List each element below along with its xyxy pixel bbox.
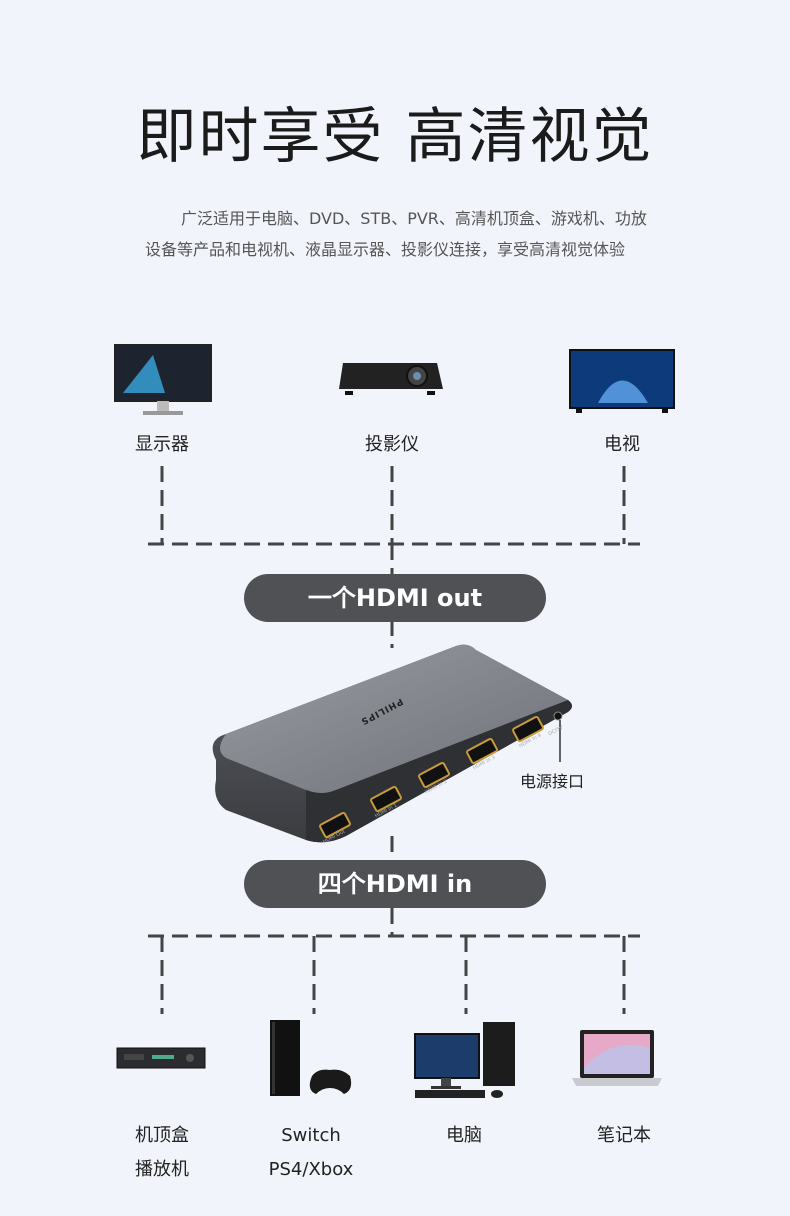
laptop-icon bbox=[572, 1028, 662, 1094]
projector-icon bbox=[337, 355, 447, 404]
tv-icon bbox=[568, 348, 676, 418]
input-label-console-line1: Switch bbox=[281, 1125, 341, 1146]
output-label-tv: 电视 bbox=[604, 434, 640, 455]
output-label-monitor: 显示器 bbox=[135, 434, 189, 455]
hdmi-out-pill: 一个HDMI out bbox=[244, 574, 546, 622]
input-label-pc: 电脑 bbox=[446, 1125, 482, 1146]
hdmi-in-pill: 四个HDMI in bbox=[244, 860, 546, 908]
input-label-stb-line2: 播放机 bbox=[135, 1159, 189, 1180]
input-label-laptop: 笔记本 bbox=[597, 1125, 651, 1146]
input-label-console-line2: PS4/Xbox bbox=[268, 1159, 354, 1180]
game-console-icon bbox=[268, 1018, 354, 1104]
page-title: 即时享受 高清视觉 bbox=[136, 102, 654, 172]
description-text: 广泛适用于电脑、DVD、STB、PVR、高清机顶盒、游戏机、功放设备等产品和电视… bbox=[145, 209, 647, 259]
desktop-computer-icon bbox=[413, 1020, 519, 1106]
monitor-icon bbox=[113, 343, 213, 422]
output-label-projector: 投影仪 bbox=[365, 434, 419, 455]
power-port-label: 电源接口 bbox=[520, 772, 585, 791]
input-label-stb: 机顶盒 播放机 bbox=[82, 1119, 242, 1187]
input-label-console: Switch PS4/Xbox bbox=[231, 1119, 391, 1187]
set-top-box-icon bbox=[116, 1046, 206, 1076]
input-label-stb-line1: 机顶盒 bbox=[135, 1125, 189, 1146]
hdmi-switch-device bbox=[206, 640, 586, 864]
